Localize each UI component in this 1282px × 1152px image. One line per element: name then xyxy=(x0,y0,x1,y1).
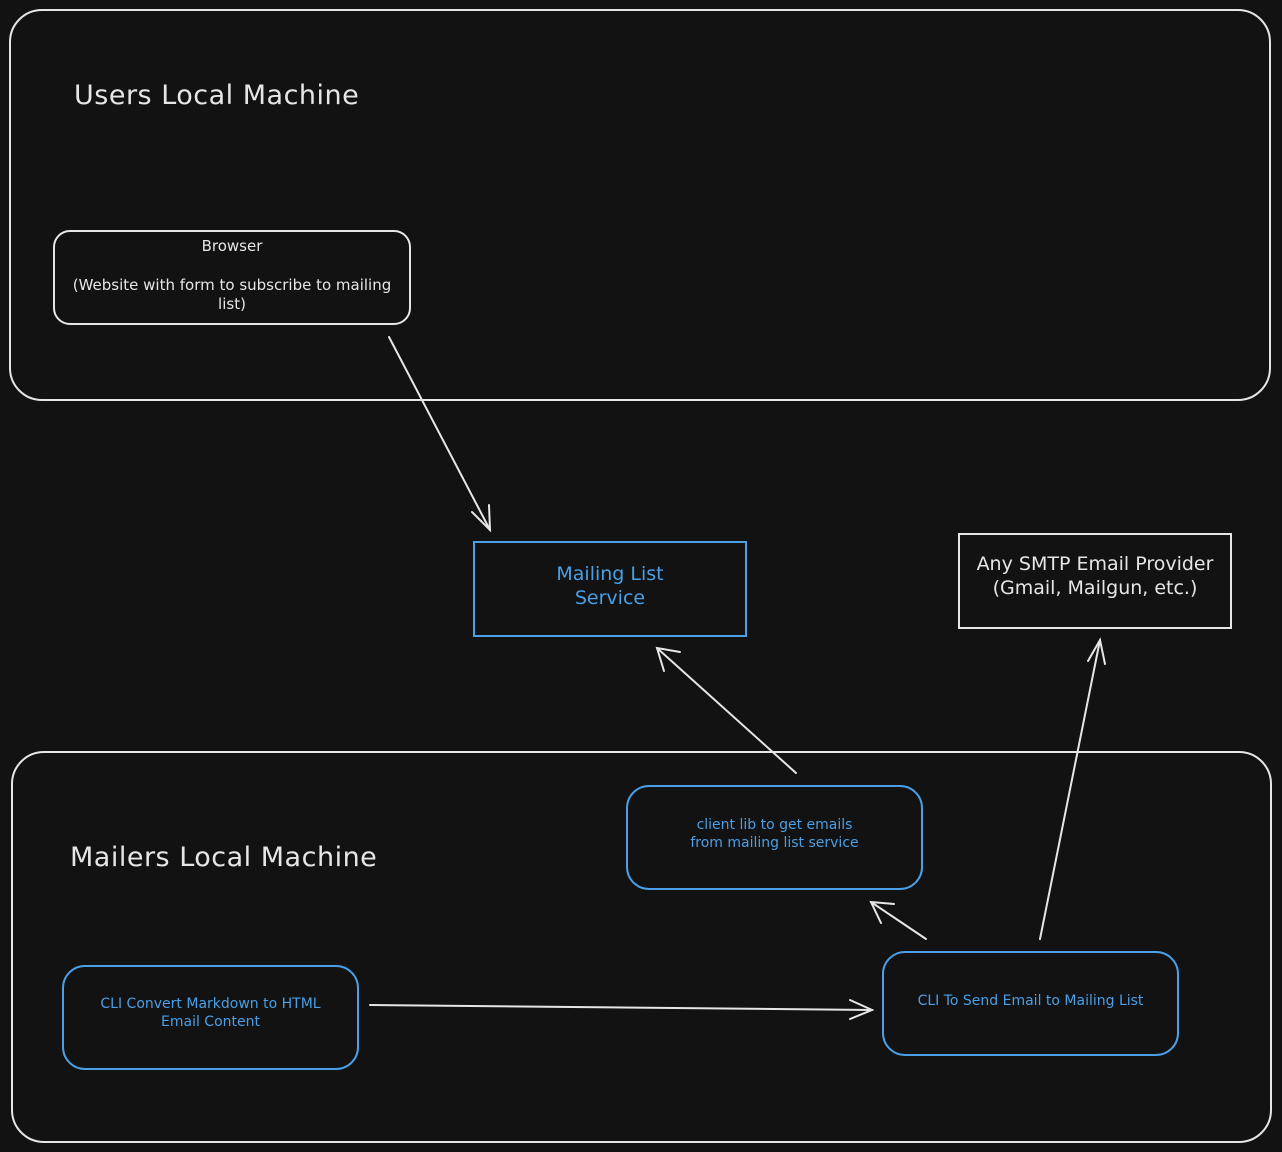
client-lib-line1: client lib to get emails xyxy=(696,817,853,833)
smtp-provider-label: Any SMTP Email Provider (Gmail, Mailgun,… xyxy=(959,553,1231,601)
browser-label: Browser (Website with form to subscribe … xyxy=(62,237,402,313)
arrow-cliconvert-to-clisend xyxy=(369,999,875,1020)
mailers-machine-frame xyxy=(11,751,1272,1143)
cli-convert-line1: CLI Convert Markdown to HTML xyxy=(100,996,321,1012)
mailing-list-service-line1: Mailing List xyxy=(556,563,664,585)
browser-title: Browser xyxy=(201,237,263,255)
users-machine-frame xyxy=(9,9,1271,401)
cli-send-text: CLI To Send Email to Mailing List xyxy=(917,993,1144,1009)
users-machine-title: Users Local Machine xyxy=(74,80,360,111)
client-lib-box[interactable] xyxy=(626,785,923,890)
arrow-browser-to-service xyxy=(388,336,492,533)
mailing-list-service-box[interactable] xyxy=(473,541,747,637)
mailing-list-service-line2: Service xyxy=(574,586,646,609)
arrow-clisend-to-clientlib xyxy=(869,900,927,940)
browser-subtitle: (Website with form to subscribe to maili… xyxy=(72,275,392,313)
mailers-machine-title: Mailers Local Machine xyxy=(70,842,378,873)
arrow-clisend-to-smtp xyxy=(1039,637,1106,940)
client-lib-label: client lib to get emails from mailing li… xyxy=(627,817,922,852)
arrow-clientlib-to-service xyxy=(655,646,797,774)
cli-convert-label: CLI Convert Markdown to HTML Email Conte… xyxy=(63,996,358,1031)
cli-send-label: CLI To Send Email to Mailing List xyxy=(883,993,1178,1011)
client-lib-line2: from mailing list service xyxy=(690,834,859,851)
mailing-list-service-label: Mailing List Service xyxy=(474,563,746,611)
smtp-provider-line2: (Gmail, Mailgun, etc.) xyxy=(992,576,1198,599)
smtp-provider-line1: Any SMTP Email Provider xyxy=(976,553,1214,575)
cli-convert-line2: Email Content xyxy=(161,1013,260,1030)
browser-box[interactable] xyxy=(53,230,411,325)
smtp-provider-box[interactable] xyxy=(958,533,1232,629)
cli-send-box[interactable] xyxy=(882,951,1179,1056)
cli-convert-box[interactable] xyxy=(62,965,359,1070)
